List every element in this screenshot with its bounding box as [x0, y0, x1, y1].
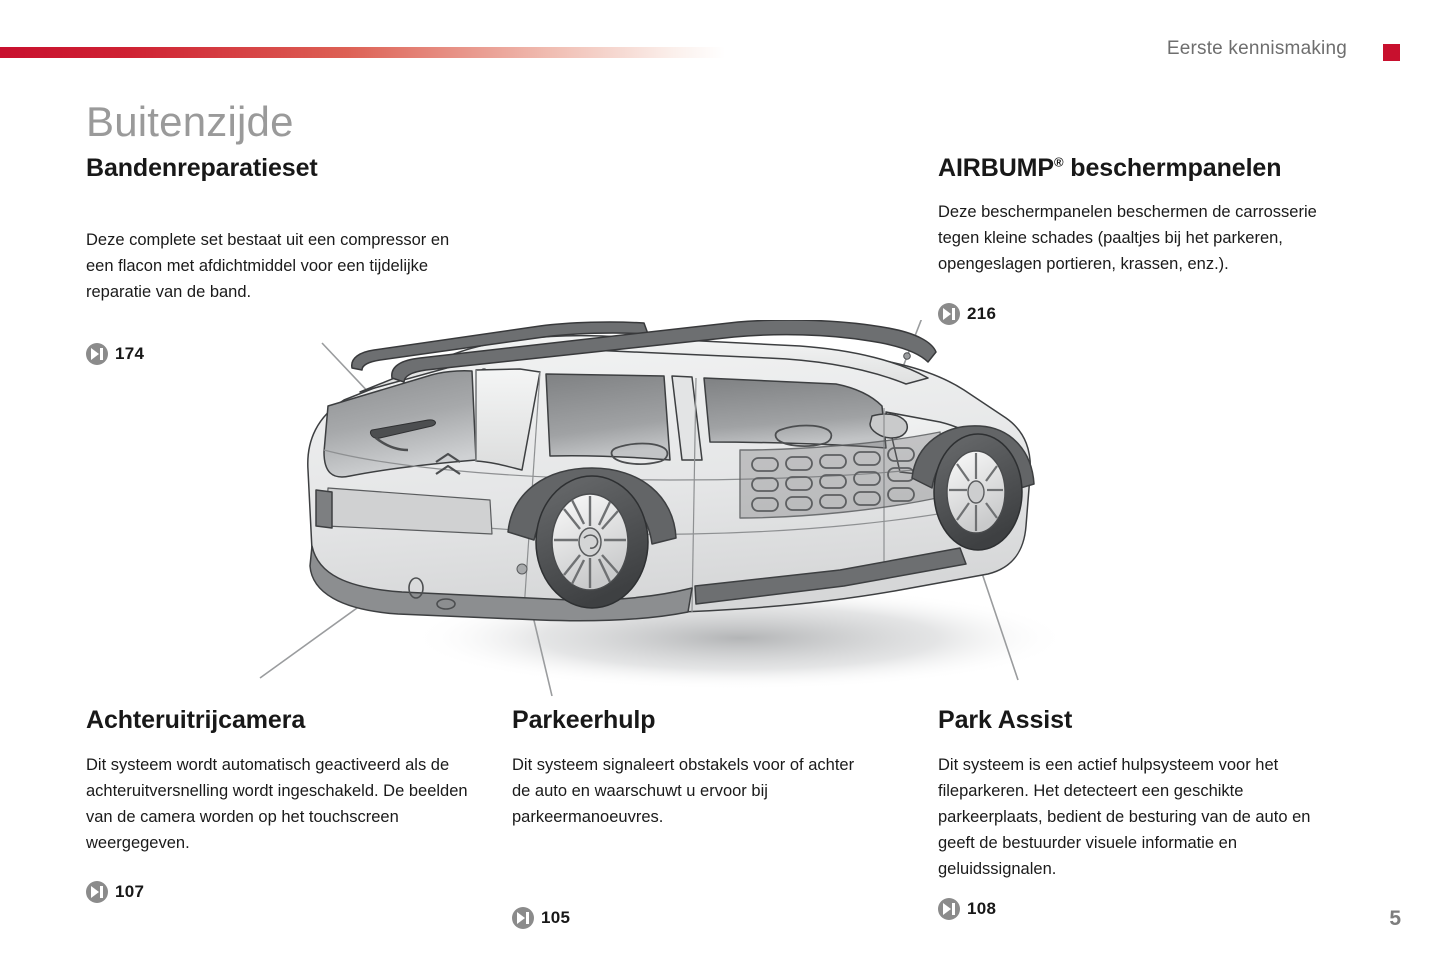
rear-quarter-panel — [475, 368, 541, 471]
page-ref-achteruitrijcamera[interactable]: 107 — [86, 880, 486, 903]
car-body-group — [307, 320, 1035, 622]
body-park-assist: Dit systeem is een actief hulpsysteem vo… — [938, 755, 1311, 878]
rear-door-handle — [610, 442, 669, 465]
skip-forward-icon — [938, 897, 960, 920]
citroen-logo — [435, 452, 461, 475]
bumper-stud — [436, 598, 456, 610]
heading-bandenreparatieset: Bandenreparatieset — [86, 154, 318, 182]
roof-bar-front — [391, 320, 937, 383]
page-ref-parkeerhulp[interactable]: 105 — [512, 906, 892, 929]
heading-airbump: AIRBUMP® beschermpanelen — [938, 154, 1338, 183]
rear-parking-sensor — [516, 563, 528, 575]
header-chapter-title: Eerste kennismaking — [1166, 38, 1347, 59]
skip-forward-icon — [512, 906, 534, 929]
block-park-assist: Park Assist Dit systeem is een actief hu… — [938, 706, 1338, 920]
roof-bar-foot-2 — [903, 352, 911, 360]
airbump-bubbles — [751, 447, 915, 512]
side-sill — [694, 547, 967, 605]
red-square-marker-icon — [1383, 44, 1400, 61]
rear-wheel — [535, 475, 649, 609]
rear-rim-spokes — [554, 496, 626, 588]
page-ref-number: 108 — [967, 898, 997, 918]
page-title: Buitenzijde — [86, 98, 294, 145]
page-ref-number: 105 — [541, 907, 571, 927]
page-ref-number: 174 — [115, 343, 145, 363]
heading-park-assist: Park Assist — [938, 706, 1073, 734]
rear-wiper — [369, 419, 436, 439]
block-parkeerhulp: Parkeerhulp Dit systeem signaleert obsta… — [512, 706, 892, 929]
car-illustration — [240, 320, 1240, 740]
front-door-handle — [774, 424, 833, 447]
page-ref-number: 107 — [115, 881, 145, 901]
front-wheel — [933, 433, 1023, 551]
body-airbump: Deze beschermpanelen beschermen de carro… — [938, 202, 1317, 273]
side-mirror — [869, 413, 908, 439]
front-hub — [967, 480, 985, 504]
heading-airbump-main: AIRBUMP — [938, 154, 1054, 182]
rear-hub — [578, 527, 602, 557]
heading-parkeerhulp: Parkeerhulp — [512, 706, 656, 734]
front-door-glass — [703, 377, 887, 449]
skip-forward-icon — [938, 302, 960, 325]
tow-eye-cover — [408, 577, 424, 599]
body-bandenreparatieset: Deze complete set bestaat uit een compre… — [86, 230, 450, 301]
rear-door-glass — [545, 373, 671, 461]
heading-achteruitrijcamera: Achteruitrijcamera — [86, 706, 306, 734]
body-parkeerhulp: Dit systeem signaleert obstakels voor of… — [512, 755, 855, 826]
rear-windscreen — [323, 370, 477, 478]
block-airbump: AIRBUMP® beschermpanelen Deze beschermpa… — [938, 154, 1338, 325]
page-ref-number: 216 — [967, 303, 997, 323]
page-ref-bandenreparatieset[interactable]: 174 — [86, 342, 486, 365]
page-ref-airbump[interactable]: 216 — [938, 302, 1338, 325]
block-achteruitrijcamera: Achteruitrijcamera Dit systeem wordt aut… — [86, 706, 486, 903]
heading-airbump-rest: beschermpanelen — [1063, 154, 1282, 182]
rear-wiper-arm — [375, 437, 409, 452]
page-ref-park-assist[interactable]: 108 — [938, 897, 1338, 920]
header-accent-rule — [0, 47, 725, 58]
rear-hub-mark — [583, 534, 599, 549]
registered-trademark-icon: ® — [1053, 154, 1064, 170]
skip-forward-icon — [86, 342, 108, 365]
rear-light-left — [315, 489, 333, 529]
body-achteruitrijcamera: Dit systeem wordt automatisch geactiveer… — [86, 755, 468, 852]
front-rim-spokes — [949, 453, 1003, 531]
block-bandenreparatieset: Bandenreparatieset Deze complete set bes… — [86, 154, 486, 365]
page-number: 5 — [1389, 907, 1401, 930]
skip-forward-icon — [86, 880, 108, 903]
